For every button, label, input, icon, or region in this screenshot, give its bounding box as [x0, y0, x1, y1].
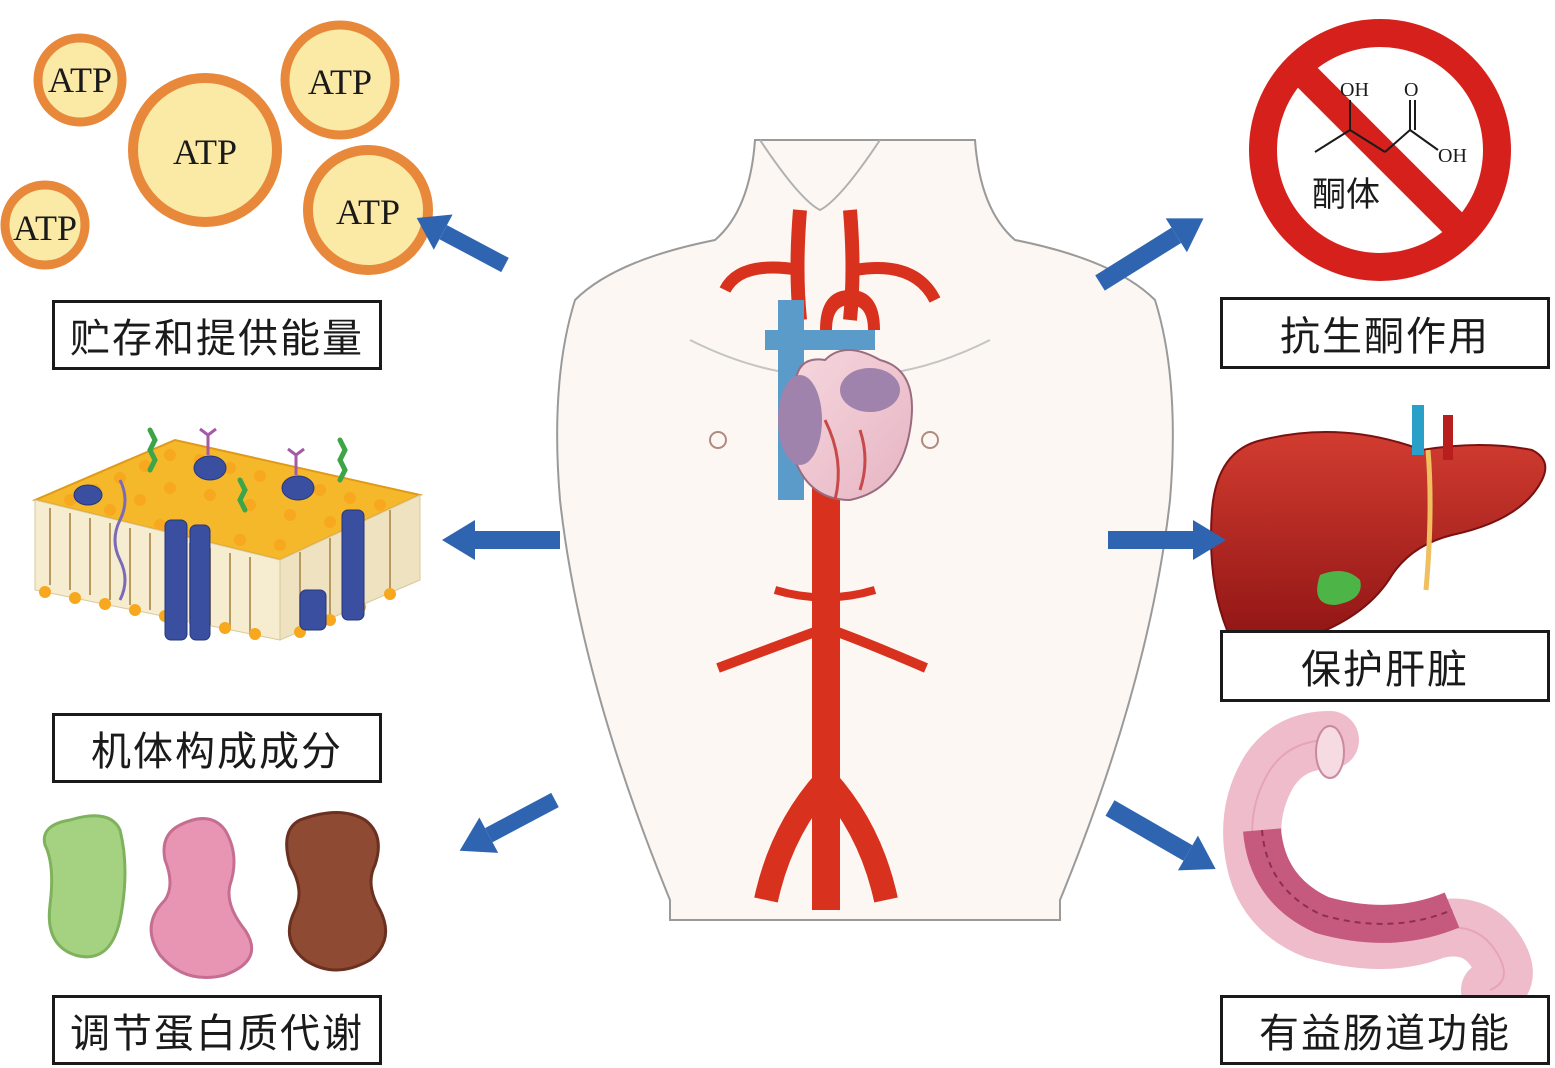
heart	[778, 349, 913, 502]
atp-circle: ATP	[303, 145, 433, 275]
arrows	[416, 214, 1226, 871]
blood-vessels	[716, 209, 941, 910]
chem-o-top: O	[1404, 79, 1418, 101]
atp-cluster: ATP ATP ATP ATP ATP	[0, 20, 433, 275]
chem-oh-top: OH	[1340, 79, 1369, 101]
atp-label: ATP	[13, 208, 77, 248]
atp-label: ATP	[308, 62, 372, 102]
cell-membrane-illustration	[31, 427, 424, 641]
atp-circle: ATP	[33, 33, 127, 127]
atp-circle: ATP	[128, 73, 282, 227]
atp-circle: ATP	[0, 180, 90, 270]
label-membrane-component: 机体构成成分	[52, 713, 382, 783]
atp-label: ATP	[48, 60, 112, 100]
human-torso-illustration	[556, 139, 1174, 921]
atp-circle: ATP	[280, 20, 400, 140]
ketone-name: 酮体	[1312, 177, 1380, 214]
label-anti-ketogenic: 抗生酮作用	[1220, 297, 1550, 369]
arrow-to-intestine	[1105, 800, 1216, 871]
arrow-to-atp	[416, 214, 509, 273]
arrow-to-ketone	[1095, 218, 1204, 291]
arrow-to-protein	[459, 792, 559, 853]
arrow-to-liver	[1108, 520, 1226, 560]
atp-label: ATP	[173, 132, 237, 172]
protein-blob-green	[42, 814, 127, 959]
label-intestinal-function: 有益肠道功能	[1220, 995, 1550, 1065]
ketone-prohibition-sign: OH O OH 酮体	[1249, 19, 1511, 281]
protein-blobs	[42, 811, 388, 979]
atp-label: ATP	[336, 192, 400, 232]
label-liver-protection: 保护肝脏	[1220, 630, 1550, 702]
arrow-to-membrane	[442, 520, 560, 560]
protein-blob-pink	[149, 817, 254, 979]
label-protein-metabolism: 调节蛋白质代谢	[52, 995, 382, 1065]
protein-blob-brown	[285, 811, 388, 972]
liver-illustration	[1210, 405, 1547, 649]
label-atp-energy: 贮存和提供能量	[52, 300, 382, 370]
chem-oh-right: OH	[1438, 145, 1467, 167]
intestine-illustration	[1223, 711, 1533, 1019]
